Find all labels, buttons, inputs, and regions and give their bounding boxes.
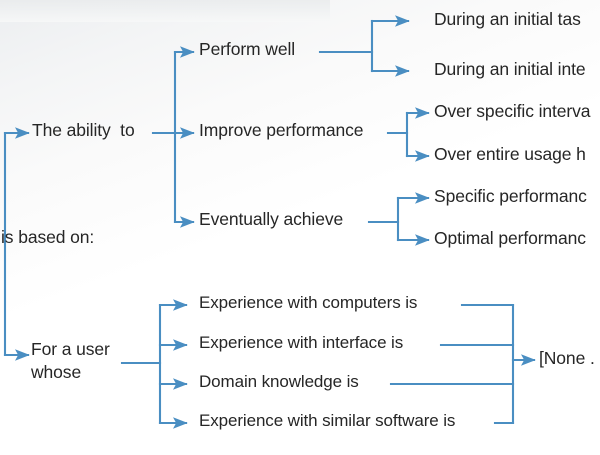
node-eventually-achieve: Eventually achieve	[199, 209, 344, 229]
node-for-a-user-whose: For a user whose	[31, 339, 110, 383]
node-experience-with-similar-software: Experience with similar software is	[199, 411, 456, 430]
node-optimal-performance: Optimal performanc	[434, 228, 586, 248]
node-improve-performance: Improve performance	[199, 120, 364, 140]
node-experience-with-interface: Experience with interface is	[199, 333, 404, 352]
node-experience-with-computers: Experience with computers is	[199, 293, 418, 312]
node-specific-performance: Specific performanc	[434, 186, 587, 206]
node-over-specific-intervals: Over specific interva	[434, 101, 591, 121]
node-the-ability-to: The ability to	[32, 120, 135, 140]
node-none-label: [None .	[539, 348, 595, 368]
background-band	[0, 0, 330, 22]
node-root-is-based-on: is based on:	[1, 227, 95, 247]
node-during-an-initial-task: During an initial tas	[434, 9, 581, 29]
node-perform-well: Perform well	[199, 39, 296, 59]
node-domain-knowledge: Domain knowledge is	[199, 372, 359, 391]
node-during-an-initial-interaction: During an initial inte	[434, 59, 586, 79]
node-over-entire-usage-history: Over entire usage h	[434, 144, 586, 164]
